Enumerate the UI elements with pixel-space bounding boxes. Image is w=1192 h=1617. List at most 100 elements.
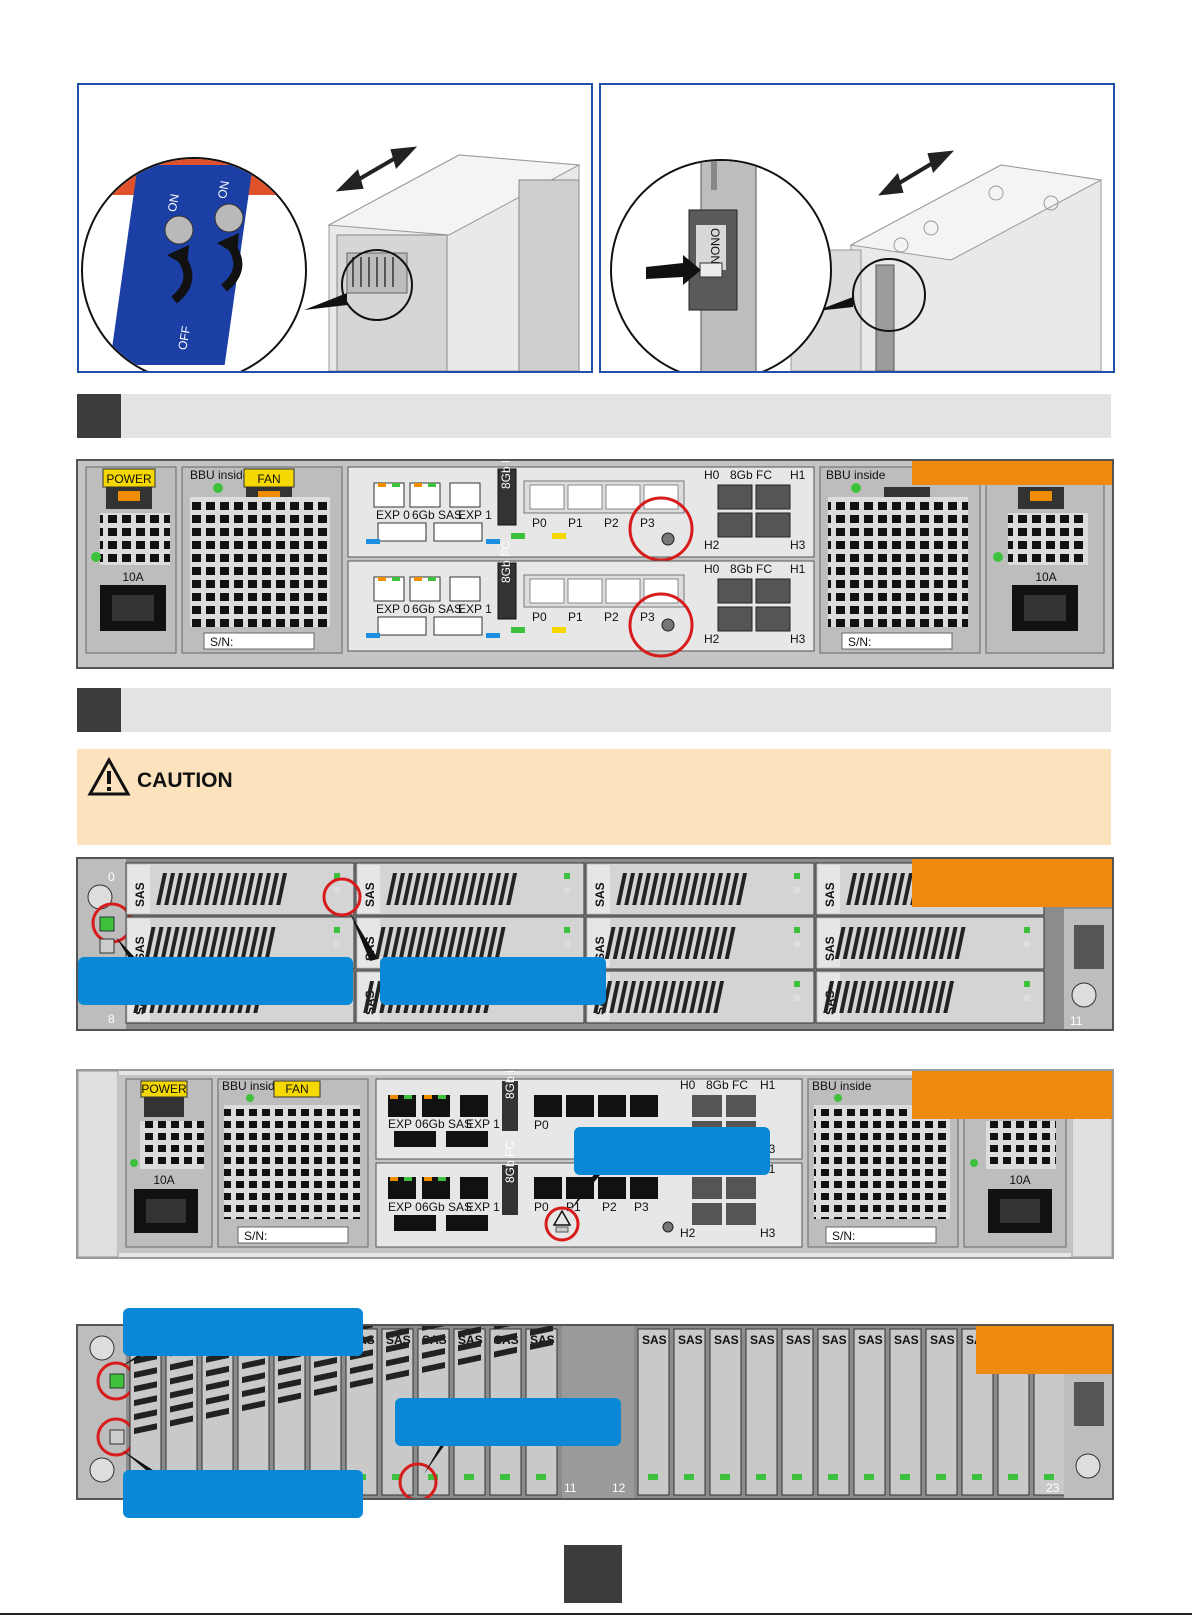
fan-left-sn-label: S/N: bbox=[210, 635, 233, 649]
disk-sas-label: SAS bbox=[823, 882, 837, 907]
callout-alarm-led bbox=[574, 1127, 770, 1175]
ctrl2-b-host-h3: H3 bbox=[760, 1226, 776, 1240]
ctrl2-a-exp1: EXP 1 bbox=[466, 1117, 500, 1131]
ctrl-a-port-p2: P2 bbox=[604, 516, 619, 530]
disk-bay-24: SAS bbox=[925, 1328, 958, 1496]
callout-system-led bbox=[78, 957, 353, 1005]
disk-led-highlight bbox=[322, 877, 362, 917]
disk-bay: SAS bbox=[815, 916, 1045, 970]
disk-enclosure-12-slot: 0 8 SASSASSASSASSASSASSASSASSASSASSASSAS… bbox=[76, 857, 1114, 1031]
switch-off-label-2: OFF bbox=[229, 315, 247, 341]
disk-bay-24: SAS bbox=[853, 1328, 886, 1496]
disk-sas-label: SAS bbox=[823, 936, 837, 961]
ctrl-a-port-p0: P0 bbox=[532, 516, 547, 530]
ctrl-b-host-h2: H2 bbox=[704, 632, 720, 646]
caution-title: CAUTION bbox=[137, 769, 233, 792]
disk-sas-label: SAS bbox=[133, 936, 147, 961]
illustration-pdu-switch: ONON bbox=[599, 83, 1115, 373]
slot-11-label-24: 11 bbox=[564, 1481, 577, 1495]
psu-right-amp-label: 10A bbox=[1035, 570, 1056, 584]
ctrl2-a-port-p0: P0 bbox=[534, 1118, 549, 1132]
pdu-on-label: ONON bbox=[708, 228, 722, 264]
disk-bay: SAS bbox=[125, 862, 355, 916]
ctrl2-a-host-fc: 8Gb FC bbox=[706, 1078, 748, 1092]
ctrl-a-port-p3: P3 bbox=[640, 516, 655, 530]
ctrl-b-host-h0: H0 bbox=[704, 562, 720, 576]
ctrl2-b-sas: 6Gb SAS bbox=[422, 1200, 472, 1214]
slot-23-label-24: 23 bbox=[1046, 1481, 1060, 1495]
disk-bay: SAS bbox=[585, 970, 815, 1024]
ctrl-b-exp0: EXP 0 bbox=[376, 602, 410, 616]
ctrl-a-host-fc: 8Gb FC bbox=[730, 468, 772, 482]
enclosure-label-tag-2 bbox=[912, 859, 1112, 907]
fan2-left-sn-label: S/N: bbox=[244, 1229, 267, 1243]
ctrl-b-port-p1: P1 bbox=[568, 610, 583, 624]
ctrl-b-exp1: EXP 1 bbox=[458, 602, 492, 616]
psu-left-power-label: POWER bbox=[106, 472, 152, 486]
callout-system-led-24 bbox=[123, 1308, 363, 1356]
ctrl-a-port-p1: P1 bbox=[568, 516, 583, 530]
fan2-left-bbu-label: BBU inside bbox=[222, 1079, 282, 1093]
ctrl-a-host-h1: H1 bbox=[790, 468, 806, 482]
disk-sas-label-24: SAS bbox=[714, 1333, 739, 1347]
disk-bay-24: SAS bbox=[345, 1326, 378, 1496]
disk-bay: SAS bbox=[585, 862, 815, 916]
disk-bay-24: SAS bbox=[889, 1328, 922, 1496]
left-ear-screw-bottom-icon-24 bbox=[89, 1457, 115, 1483]
ctrl-b-host-h3: H3 bbox=[790, 632, 806, 646]
disk-bay-24: SAS bbox=[817, 1328, 850, 1496]
slot-0-label: 0 bbox=[108, 870, 115, 884]
ctrl2-b-port-p0: P0 bbox=[534, 1200, 549, 1214]
controller2-b: EXP 0 6Gb SAS EXP 1 8Gb FC P0 P1 P2 P3 H… bbox=[375, 1141, 803, 1248]
controller-b: EXP 0 6Gb SAS EXP 1 8Gb FC P0 P1 P2 P3 H… bbox=[347, 541, 815, 658]
ctrl2-b-alarm-led-highlight bbox=[544, 1206, 580, 1242]
ctrl-b-host-fc: 8Gb FC bbox=[730, 562, 772, 576]
slot-8-label: 8 bbox=[108, 1012, 115, 1026]
step-number-box-2 bbox=[77, 688, 121, 732]
switch-on-label-2: ON bbox=[215, 180, 232, 200]
fan-module-left: BBU inside FAN S/N: bbox=[181, 466, 343, 654]
disk-bay: SAS bbox=[585, 916, 815, 970]
fan-left-bbu-label: BBU inside bbox=[190, 468, 250, 482]
disk-sas-label-24: SAS bbox=[750, 1333, 775, 1347]
callout-alarm-led-24 bbox=[123, 1470, 363, 1518]
ctrl2-b-host-h2: H2 bbox=[680, 1226, 696, 1240]
ctrl-b-power-button-highlight bbox=[628, 592, 694, 658]
caution-warning-icon bbox=[87, 757, 131, 796]
ctrl-a-sas: 6Gb SAS bbox=[412, 508, 462, 522]
disk-bay-24: SAS bbox=[781, 1328, 814, 1496]
enclosure-label-tag-4 bbox=[976, 1326, 1112, 1374]
fan2-right-bbu-label: BBU inside bbox=[812, 1079, 872, 1093]
psu2-right-amp-label: 10A bbox=[1009, 1173, 1030, 1187]
ctrl2-a-sas: 6Gb SAS bbox=[422, 1117, 472, 1131]
disk-sas-label: SAS bbox=[133, 882, 147, 907]
fan2-left-label: FAN bbox=[285, 1082, 308, 1096]
disk-sas-label-24: SAS bbox=[930, 1333, 955, 1347]
disk-sas-label-24: SAS bbox=[822, 1333, 847, 1347]
ctrl2-b-fc-card: 8Gb FC bbox=[503, 1141, 517, 1183]
psu2-left-power-label: POWER bbox=[141, 1082, 187, 1096]
ctrl-a-host-h2: H2 bbox=[704, 538, 720, 552]
fan-right-sn-label: S/N: bbox=[848, 635, 871, 649]
disk-sas-label-24: SAS bbox=[858, 1333, 883, 1347]
right-ear-screw-icon bbox=[1071, 982, 1097, 1008]
step-bar-2 bbox=[77, 688, 1111, 732]
slot-11-label: 11 bbox=[1070, 1014, 1083, 1028]
psu-left-amp-label: 10A bbox=[122, 570, 143, 584]
ctrl-a-exp1: EXP 1 bbox=[458, 508, 492, 522]
ctrl-b-port-p3: P3 bbox=[640, 610, 655, 624]
fan-right-bbu-label: BBU inside bbox=[826, 468, 886, 482]
ctrl-b-host-h1: H1 bbox=[790, 562, 806, 576]
ctrl-a-fc-card: 8Gb FC bbox=[499, 461, 513, 489]
disk-bay: SAS bbox=[815, 970, 1045, 1024]
disk-bay-24: SAS bbox=[637, 1326, 670, 1496]
callout-disk-led-24 bbox=[395, 1398, 621, 1446]
ctrl2-a-host-h0: H0 bbox=[680, 1078, 696, 1092]
disk-bay-24: SAS bbox=[673, 1328, 706, 1496]
disk-sas-label: SAS bbox=[593, 936, 607, 961]
controller-enclosure-rear-panel: POWER 10A BBU inside FAN S/N: bbox=[76, 459, 1114, 669]
disk-sas-label-24: SAS bbox=[678, 1333, 703, 1347]
ctrl-a-power-button-highlight bbox=[628, 496, 694, 562]
enclosure-label-tag-3 bbox=[912, 1071, 1112, 1119]
footer-rule bbox=[0, 1613, 1192, 1615]
